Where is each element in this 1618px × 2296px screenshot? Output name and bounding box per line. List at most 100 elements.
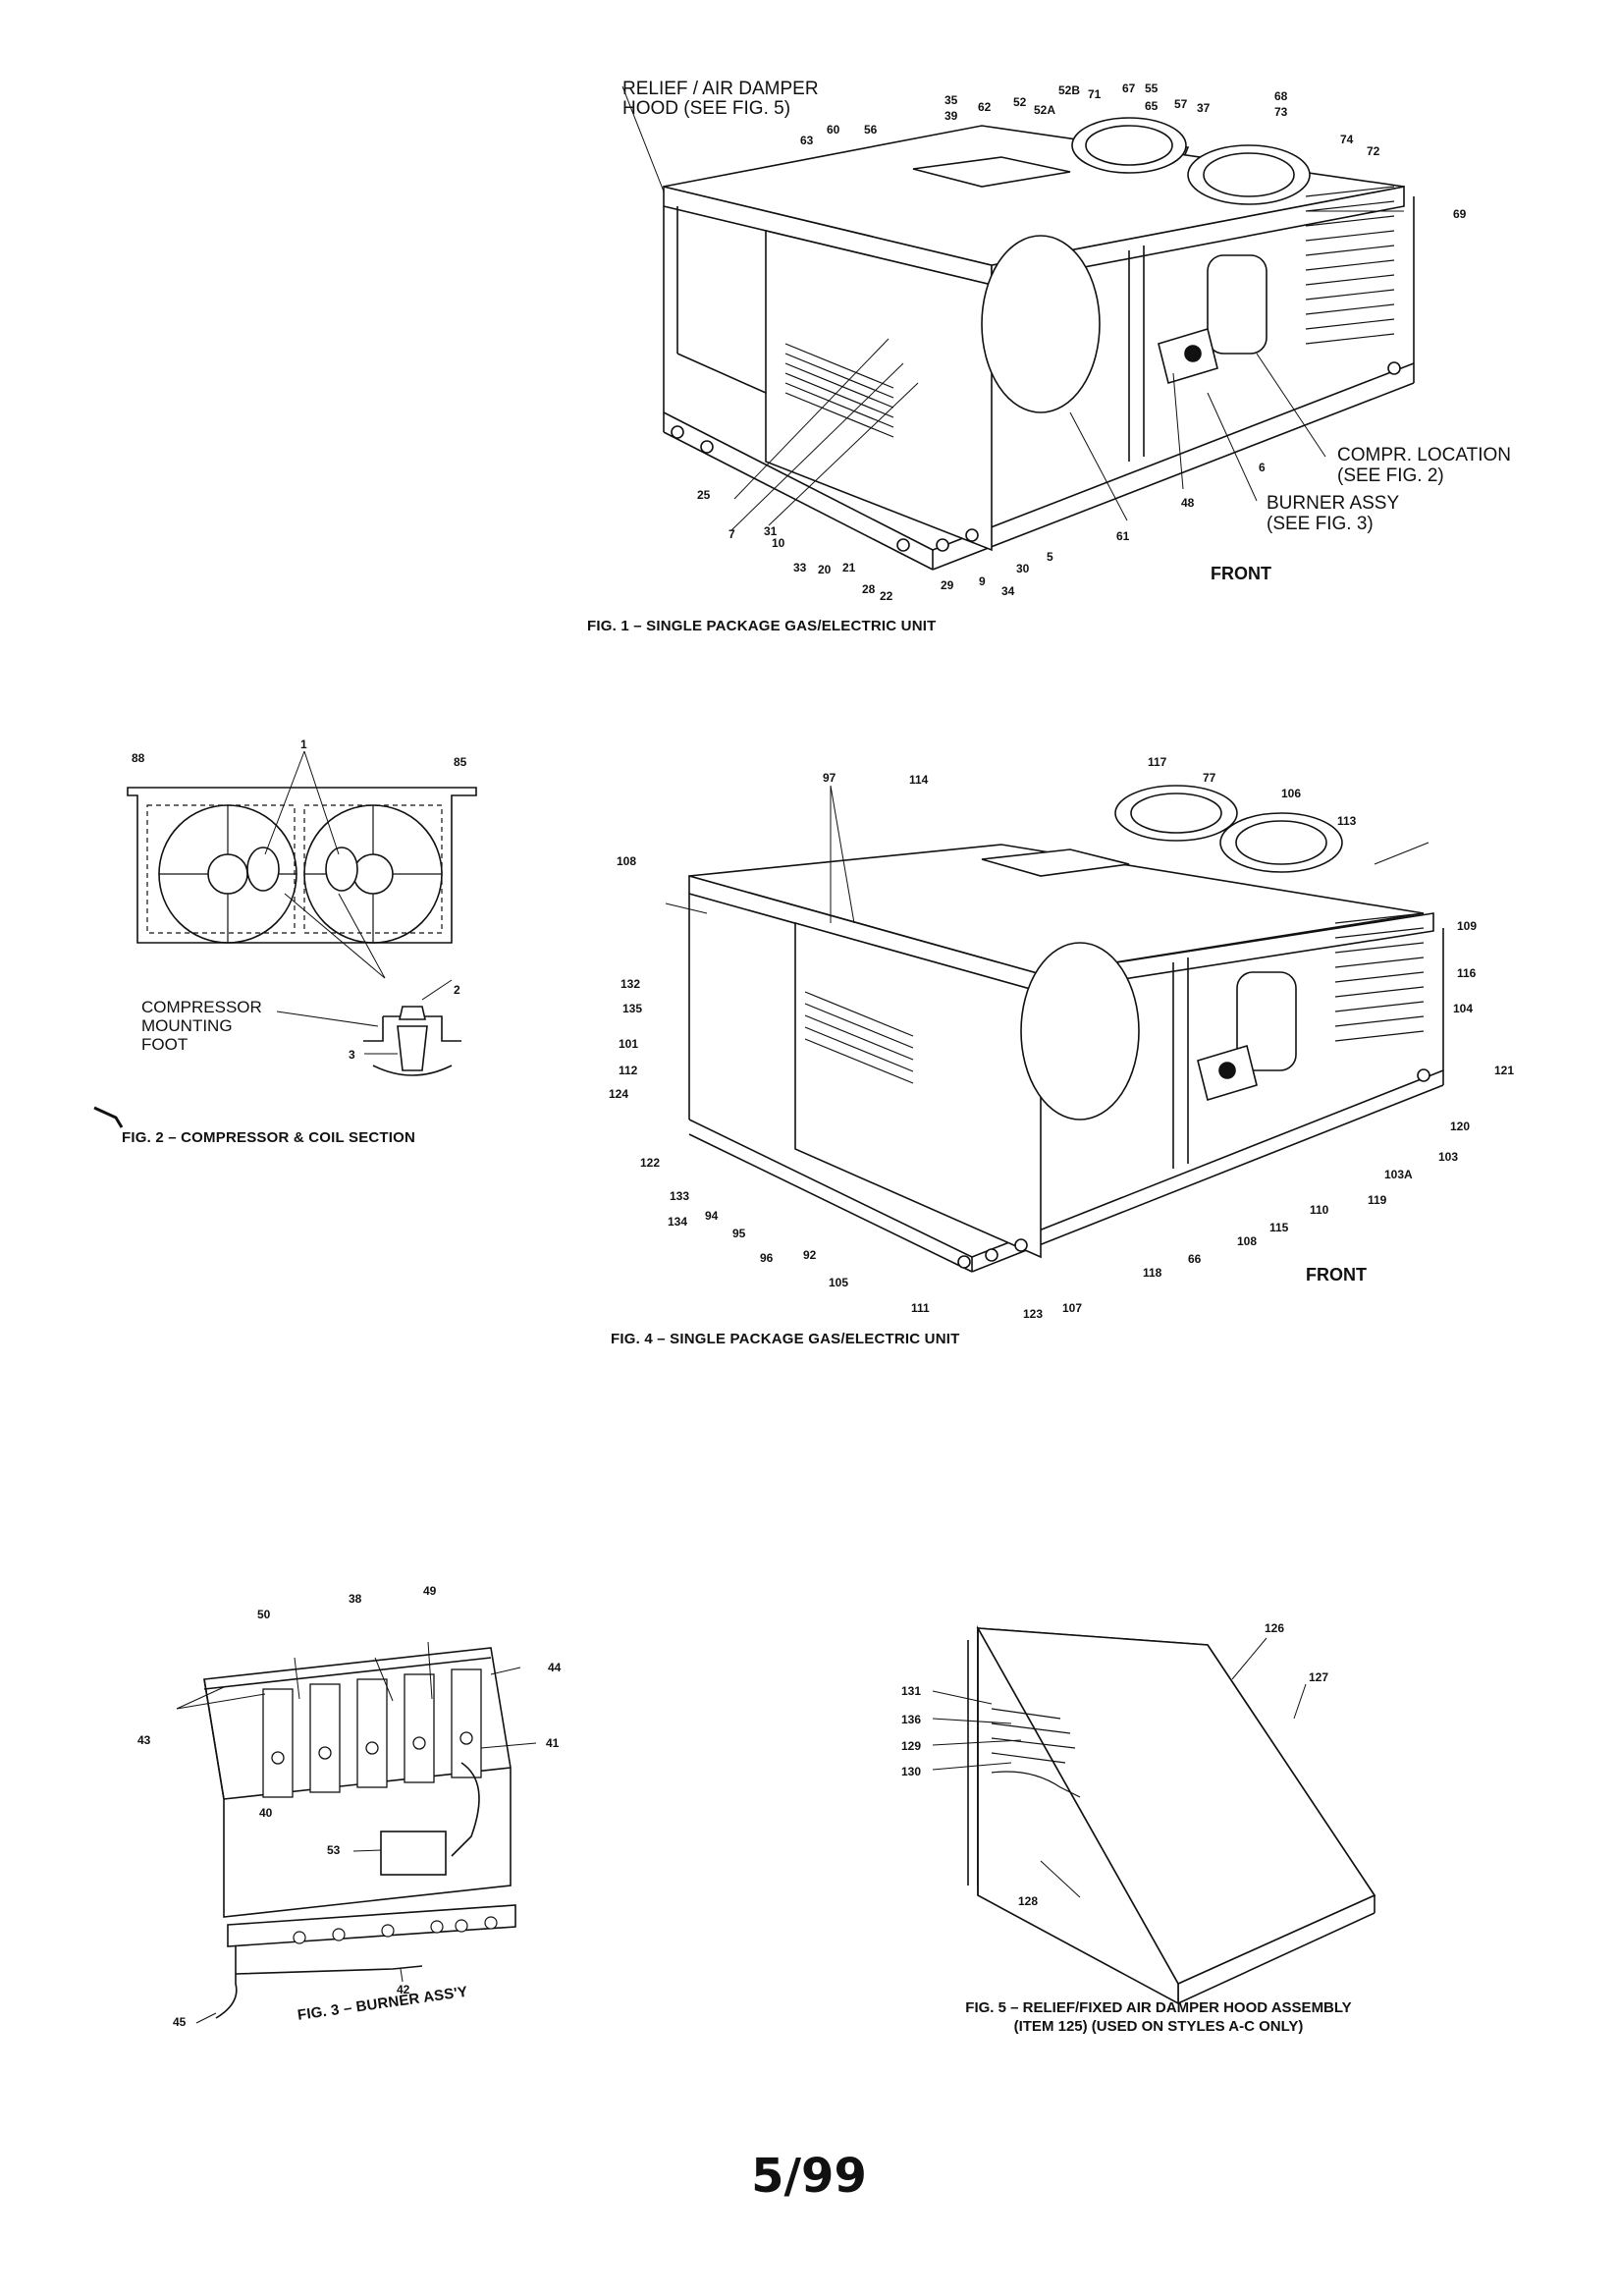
fig1-label: 28 — [862, 582, 876, 596]
fig4-label: 124 — [609, 1087, 629, 1101]
fig2-label: 3 — [349, 1048, 355, 1062]
fig4-label: 119 — [1368, 1193, 1387, 1207]
fig1-callout-burner-assy-1: BURNER ASSY — [1267, 493, 1400, 514]
fig1-label: 6 — [1259, 461, 1266, 474]
fig4-label: 95 — [732, 1227, 746, 1240]
fig4-label: 135 — [622, 1002, 643, 1015]
fig4-label: 107 — [1062, 1301, 1083, 1315]
fig5-label: 129 — [901, 1739, 922, 1753]
fig4-label: 118 — [1143, 1266, 1162, 1280]
figure-5: 126 127 131 136 129 130 128 FIG. 5 – REL… — [0, 1601, 1618, 2062]
fig3-drawing — [176, 1641, 537, 2024]
figure-2: 88 1 85 2 3 COMPRESSOR MOUNTING FOOT FIG… — [0, 727, 550, 1159]
fig1-label: 20 — [818, 563, 832, 576]
fig1-label: 60 — [827, 123, 840, 137]
fig1-label: 72 — [1367, 144, 1380, 158]
fig3-label: 45 — [173, 2015, 187, 2029]
fig5-label: 136 — [901, 1713, 922, 1726]
fig2-drawing — [93, 750, 477, 1128]
fig3-label: 42 — [397, 1983, 410, 1996]
fig1-label: 68 — [1274, 89, 1288, 103]
page-number: 5/99 — [751, 2149, 867, 2204]
fig1-label: 33 — [793, 561, 807, 574]
fig3-label: 44 — [548, 1661, 562, 1674]
fig1-label: 74 — [1340, 133, 1354, 146]
fig4-label: 121 — [1494, 1064, 1515, 1077]
fig4-label: 116 — [1457, 966, 1477, 980]
fig5-label: 128 — [1018, 1894, 1039, 1908]
figure-3: 50 38 49 44 43 41 40 53 42 45 FIG. 3 – B… — [0, 1571, 609, 2043]
fig4-label: 96 — [760, 1251, 774, 1265]
fig5-label: 131 — [901, 1684, 922, 1698]
fig1-drawing — [621, 85, 1415, 571]
fig4-label: 97 — [823, 771, 836, 785]
fig1-callout-burner-assy-2: (SEE FIG. 3) — [1267, 514, 1374, 534]
fig5-label: 126 — [1265, 1621, 1285, 1635]
fig1-label: 7 — [728, 527, 735, 541]
fig1-label: 21 — [842, 561, 856, 574]
fig4-label: 123 — [1023, 1307, 1044, 1321]
fig1-label: 52A — [1034, 103, 1056, 117]
fig2-label: 2 — [454, 983, 460, 997]
fig2-caption: FIG. 2 – COMPRESSOR & COIL SECTION — [122, 1129, 416, 1146]
fig5-label: 130 — [901, 1765, 922, 1778]
fig3-label: 40 — [259, 1806, 273, 1820]
fig1-label: 57 — [1174, 97, 1188, 111]
fig1-label: 67 — [1122, 82, 1136, 95]
fig2-label: 1 — [300, 738, 307, 751]
fig4-label: 132 — [620, 977, 641, 991]
fig4-label: 105 — [829, 1276, 849, 1289]
fig1-label: 37 — [1197, 101, 1211, 115]
fig1-callout-relief-hood-1: RELIEF / AIR DAMPER — [622, 79, 819, 99]
fig4-label: 117 — [1148, 755, 1167, 769]
fig4-label: 109 — [1457, 919, 1478, 933]
fig1-caption: FIG. 1 – SINGLE PACKAGE GAS/ELECTRIC UNI… — [587, 618, 937, 634]
fig4-label: 104 — [1453, 1002, 1474, 1015]
fig1-callout-relief-hood-2: HOOD (SEE FIG. 5) — [622, 98, 791, 119]
fig1-label: 55 — [1145, 82, 1159, 95]
fig1-label: 29 — [941, 578, 954, 592]
fig3-label: 50 — [257, 1608, 271, 1621]
fig3-label: 38 — [349, 1592, 362, 1606]
fig1-label: 35 — [944, 93, 958, 107]
fig4-label: 133 — [670, 1189, 690, 1203]
fig4-label: 66 — [1188, 1252, 1202, 1266]
fig1-label: 65 — [1145, 99, 1159, 113]
fig4-drawing — [665, 785, 1444, 1273]
fig4-label: 120 — [1450, 1120, 1471, 1133]
fig4-label: 115 — [1269, 1221, 1289, 1234]
fig1-label: 5 — [1047, 550, 1053, 564]
fig2-callout-line-1: COMPRESSOR — [141, 998, 262, 1016]
fig2-label: 85 — [454, 755, 467, 769]
fig4-front-label: FRONT — [1306, 1265, 1367, 1285]
fig4-label: 108 — [617, 854, 637, 868]
fig4-label: 101 — [619, 1037, 639, 1051]
fig1-label: 63 — [800, 134, 814, 147]
fig1-label: 62 — [978, 100, 992, 114]
fig4-label: 103 — [1438, 1150, 1459, 1164]
fig2-label: 88 — [132, 751, 145, 765]
fig1-callout-compr-location-2: (SEE FIG. 2) — [1337, 465, 1444, 486]
fig1-label: 52B — [1058, 83, 1081, 97]
fig5-drawing — [932, 1624, 1376, 2005]
fig4-label: 77 — [1203, 771, 1216, 785]
fig1-label: 39 — [944, 109, 958, 123]
fig4-label: 106 — [1281, 787, 1302, 800]
fig5-caption-line-2: (ITEM 125) (USED ON STYLES A-C ONLY) — [1013, 2018, 1304, 2035]
fig2-callout-line-3: FOOT — [141, 1035, 189, 1054]
fig3-label: 41 — [546, 1736, 560, 1750]
fig1-label: 52 — [1013, 95, 1027, 109]
fig1-front-label: FRONT — [1211, 564, 1271, 583]
fig1-label: 34 — [1001, 584, 1015, 598]
fig4-label: 103A — [1384, 1168, 1413, 1181]
fig1-callout-compr-location-1: COMPR. LOCATION — [1337, 445, 1511, 465]
fig1-label: 56 — [864, 123, 878, 137]
fig4-label: 113 — [1337, 814, 1357, 828]
fig1-label: 69 — [1453, 207, 1467, 221]
figure-4: 97 114 117 77 106 113 108 109 116 132 13… — [0, 746, 1618, 1375]
fig4-label: 122 — [640, 1156, 661, 1170]
fig1-label: 31 — [764, 524, 778, 538]
fig4-label: 134 — [668, 1215, 688, 1229]
fig4-label: 94 — [705, 1209, 719, 1223]
fig3-label: 43 — [137, 1733, 151, 1747]
